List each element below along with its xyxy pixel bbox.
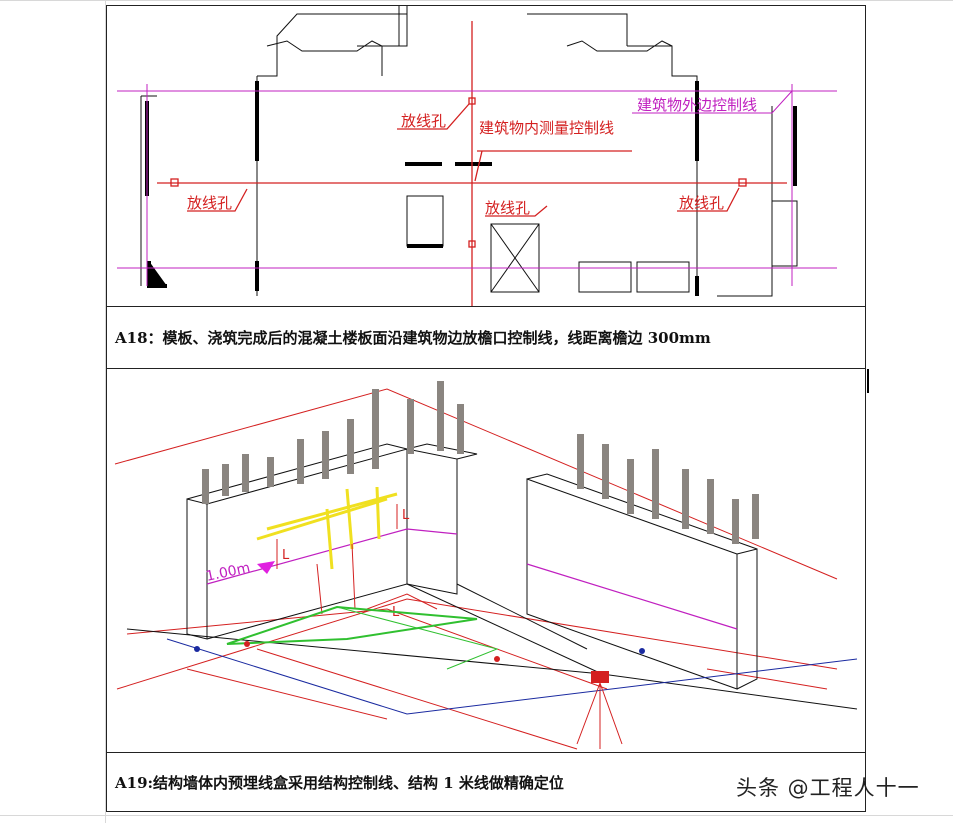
label-dim-l1: L	[282, 548, 290, 563]
watermark: 头条 @工程人十一	[736, 776, 920, 800]
floor-plan-drawing: 放线孔 建筑物内测量控制线 建筑物外边控制线 放线孔 放线孔 放线孔	[117, 6, 837, 306]
laser-level-icon	[576, 671, 623, 749]
label-inner-control-line: 建筑物内测量控制线	[479, 119, 614, 137]
label-hole-top: 放线孔	[401, 112, 446, 130]
sheet-gridline	[0, 0, 953, 1]
label-dim-l2: L	[402, 508, 410, 523]
label-one-meter: 1.00m	[205, 560, 252, 585]
label-hole-center: 放线孔	[485, 199, 530, 217]
label-outer-control-line: 建筑物外边控制线	[637, 96, 757, 114]
figure-a18-drawing: 放线孔 建筑物内测量控制线 建筑物外边控制线 放线孔 放线孔 放线孔	[107, 6, 865, 307]
label-hole-left: 放线孔	[187, 194, 232, 212]
figure-table: 放线孔 建筑物内测量控制线 建筑物外边控制线 放线孔 放线孔 放线孔 A18：模…	[106, 5, 866, 812]
label-hole-right: 放线孔	[679, 194, 724, 212]
figure-a18-caption: A18：模板、浇筑完成后的混凝土楼板面沿建筑物边放檐口控制线，线距离檐边 300…	[107, 307, 865, 369]
sheet-gridline	[105, 0, 106, 823]
figure-a19-drawing: 1.00m L L L	[107, 369, 865, 753]
one-meter-marker-icon	[257, 561, 275, 574]
text-cursor	[867, 369, 869, 393]
sheet-gridline	[0, 815, 953, 816]
isometric-wall-drawing: 1.00m L L L	[114, 381, 858, 750]
figure-a19-caption: A19:结构墙体内预埋线盒采用结构控制线、结构 1 米线做精确定位	[115, 773, 564, 792]
